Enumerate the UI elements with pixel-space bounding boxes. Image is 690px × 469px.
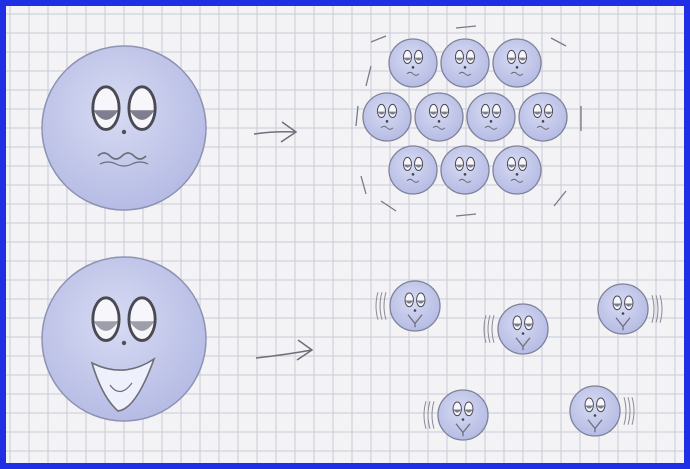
- cluster-small-face: [415, 93, 463, 141]
- cluster-small-face: [441, 39, 489, 87]
- cluster-small-face: [389, 39, 437, 87]
- scattered-small-face: [390, 281, 440, 331]
- scattered-small-face: [438, 390, 488, 440]
- big-sad-face: [42, 46, 206, 210]
- cluster-small-face: [493, 146, 541, 194]
- cluster-small-face: [441, 146, 489, 194]
- scattered-small-face: [570, 386, 620, 436]
- cluster-small-face: [493, 39, 541, 87]
- scattered-small-face: [498, 304, 548, 354]
- scattered-small-face: [598, 284, 648, 334]
- cluster-small-face: [467, 93, 515, 141]
- cluster-small-face: [389, 146, 437, 194]
- cluster-small-face: [363, 93, 411, 141]
- graph-paper-sketch: [6, 6, 684, 463]
- big-happy-face: [42, 257, 206, 421]
- cluster-small-face: [519, 93, 567, 141]
